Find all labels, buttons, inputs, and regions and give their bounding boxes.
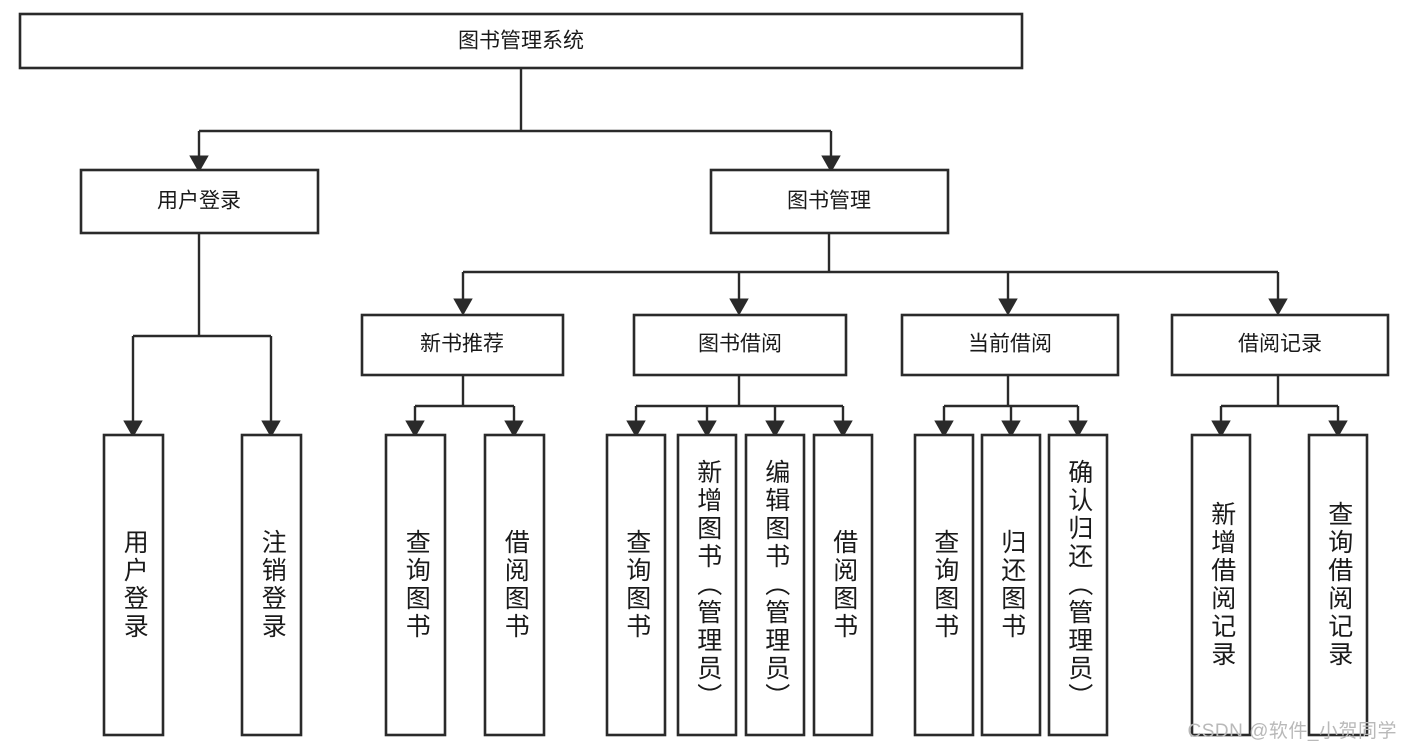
node-current-borrow-label: 当前借阅 [968, 333, 1052, 356]
leaf-box-book-borrow-2[interactable] [676, 433, 738, 737]
leaf-box-borrow-record-2[interactable] [1307, 433, 1369, 737]
node-book-borrow-label: 图书借阅 [698, 333, 782, 356]
node-book-manage-label: 图书管理 [787, 190, 871, 213]
leaf-box-user-login-1[interactable] [102, 433, 165, 737]
leaf-box-current-borrow-2[interactable] [980, 433, 1042, 737]
node-book-borrow-box[interactable] [632, 313, 848, 377]
connector-group-new-book [405, 375, 524, 438]
node-current-borrow[interactable]: 当前借阅 [900, 313, 1120, 377]
connector-group-user-login [123, 233, 281, 438]
leaf-box-new-book-1[interactable] [384, 433, 447, 737]
connector-group-root [189, 68, 841, 173]
node-current-borrow-box[interactable] [900, 313, 1120, 377]
node-borrow-record[interactable]: 借阅记录 [1170, 313, 1390, 377]
leaf-box-book-borrow-4[interactable] [812, 433, 874, 737]
connector-group-current-borrow [934, 375, 1088, 438]
leaf-box-book-borrow-3[interactable] [744, 433, 806, 737]
connector-group-book-manage [453, 233, 1288, 316]
leaf-box-user-login-2[interactable] [240, 433, 303, 737]
node-new-book-recommend-box[interactable] [360, 313, 565, 377]
node-new-book-recommend[interactable]: 新书推荐 [360, 313, 565, 377]
leaf-box-book-borrow-1[interactable] [605, 433, 667, 737]
leaf-box-borrow-record-1[interactable] [1190, 433, 1252, 737]
leaf-box-new-book-2[interactable] [483, 433, 546, 737]
leaf-box-current-borrow-1[interactable] [913, 433, 975, 737]
node-root-box[interactable] [18, 12, 1024, 70]
connector-group-book-borrow [626, 375, 853, 438]
node-new-book-recommend-label: 新书推荐 [420, 333, 504, 356]
node-borrow-record-label: 借阅记录 [1238, 333, 1322, 356]
node-root[interactable]: 图书管理系统 [18, 12, 1024, 70]
leaf-box-current-borrow-3[interactable] [1047, 433, 1109, 737]
node-book-borrow[interactable]: 图书借阅 [632, 313, 848, 377]
node-root-label: 图书管理系统 [458, 30, 584, 53]
node-user-login[interactable]: 用户登录 [79, 168, 320, 235]
node-borrow-record-box[interactable] [1170, 313, 1390, 377]
node-book-manage[interactable]: 图书管理 [709, 168, 950, 235]
csdn-watermark: CSDN @软件_小贺同学 [1187, 721, 1397, 742]
node-user-login-label: 用户登录 [157, 190, 241, 213]
node-user-login-box[interactable] [79, 168, 320, 235]
connector-group-borrow-record [1211, 375, 1348, 438]
node-book-manage-box[interactable] [709, 168, 950, 235]
